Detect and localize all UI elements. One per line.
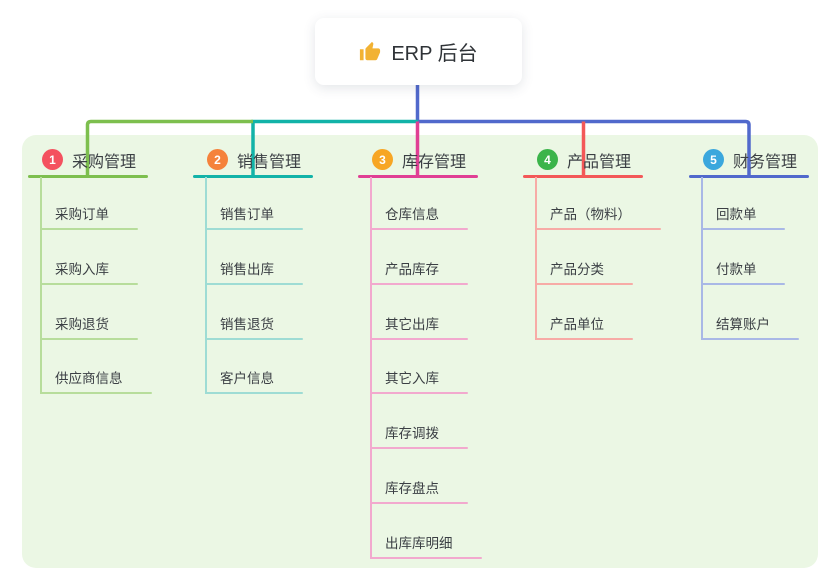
branch-children-line [701,177,703,340]
branch-number-badge: 5 [703,149,724,170]
branch-node-产品管理[interactable]: 4 产品管理 [523,148,653,171]
child-node-产品分类[interactable]: 产品分类 [550,262,604,277]
child-underline [701,283,785,285]
child-underline [370,338,468,340]
child-node-仓库信息[interactable]: 仓库信息 [385,207,439,222]
branch-number-badge: 4 [537,149,558,170]
branch-label: 库存管理 [402,153,467,171]
branch-node-库存管理[interactable]: 3 库存管理 [358,148,488,171]
child-underline [40,228,138,230]
branch-label: 财务管理 [733,153,798,171]
branch-label: 采购管理 [72,153,137,171]
root-node-label: ERP 后台 [391,43,478,65]
child-node-采购订单[interactable]: 采购订单 [55,207,109,222]
child-underline [205,228,303,230]
branch-underline [193,175,313,178]
child-node-客户信息[interactable]: 客户信息 [220,371,274,386]
child-node-采购退货[interactable]: 采购退货 [55,317,109,332]
child-node-回款单[interactable]: 回款单 [716,207,757,222]
child-node-出库库明细[interactable]: 出库库明细 [385,536,453,551]
branch-underline [358,175,478,178]
child-underline [370,228,468,230]
child-node-销售订单[interactable]: 销售订单 [220,207,274,222]
branch-number-badge: 3 [372,149,393,170]
thumbs-up-icon [359,41,381,63]
child-node-其它入库[interactable]: 其它入库 [385,371,439,386]
branch-node-销售管理[interactable]: 2 销售管理 [193,148,323,171]
child-underline [40,283,138,285]
child-underline [370,502,468,504]
branch-underline [28,175,148,178]
branch-children-line [535,177,537,340]
branch-number-badge: 1 [42,149,63,170]
child-underline [535,228,661,230]
branch-underline [523,175,643,178]
branch-label: 销售管理 [237,153,302,171]
child-node-销售退货[interactable]: 销售退货 [220,317,274,332]
child-underline [370,283,468,285]
child-underline [205,283,303,285]
root-node[interactable]: ERP 后台 [315,18,522,85]
child-underline [40,338,138,340]
child-node-产品库存[interactable]: 产品库存 [385,262,439,277]
child-underline [205,338,303,340]
child-node-采购入库[interactable]: 采购入库 [55,262,109,277]
child-node-库存盘点[interactable]: 库存盘点 [385,481,439,496]
child-underline [370,392,468,394]
branch-label: 产品管理 [567,153,632,171]
child-underline [370,447,468,449]
branches-panel [22,135,818,568]
branch-node-财务管理[interactable]: 5 财务管理 [689,148,819,171]
child-node-销售出库[interactable]: 销售出库 [220,262,274,277]
child-node-产品（物料）[interactable]: 产品（物料） [550,207,631,222]
child-node-结算账户[interactable]: 结算账户 [716,317,770,332]
branch-children-line [205,177,207,395]
branch-children-line [40,177,42,395]
child-node-付款单[interactable]: 付款单 [716,262,757,277]
child-node-产品单位[interactable]: 产品单位 [550,317,604,332]
branch-children-line [370,177,372,559]
branch-underline [689,175,809,178]
child-underline [701,228,785,230]
child-underline [535,338,633,340]
child-underline [370,557,482,559]
child-underline [40,392,152,394]
branch-number-badge: 2 [207,149,228,170]
child-underline [701,338,799,340]
child-node-库存调拨[interactable]: 库存调拨 [385,426,439,441]
child-underline [535,283,633,285]
branch-node-采购管理[interactable]: 1 采购管理 [28,148,158,171]
child-node-供应商信息[interactable]: 供应商信息 [55,371,123,386]
child-underline [205,392,303,394]
child-node-其它出库[interactable]: 其它出库 [385,317,439,332]
